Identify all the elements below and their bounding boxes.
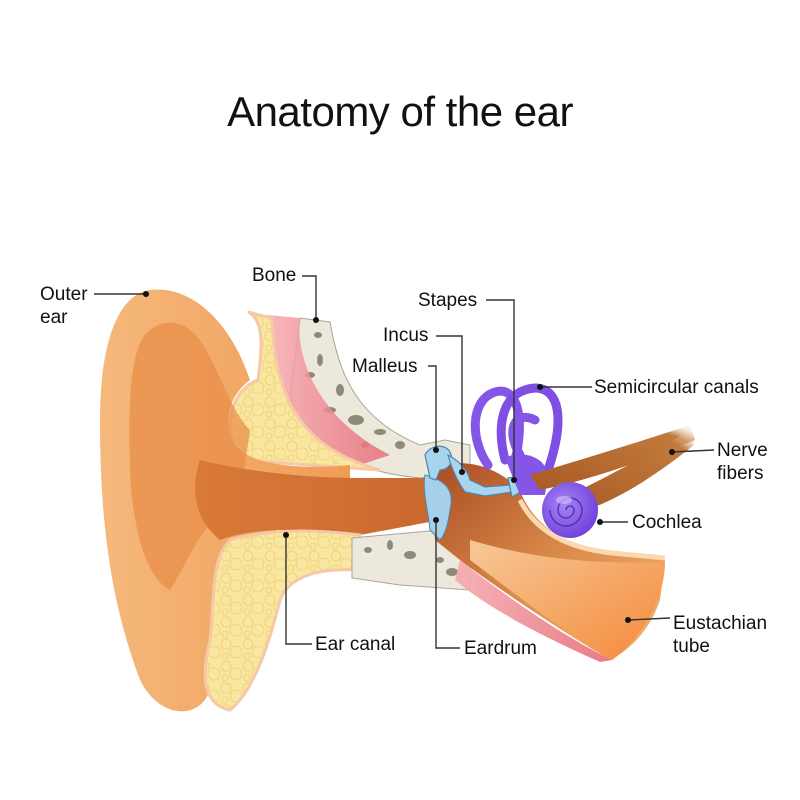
label-malleus: Malleus	[352, 356, 418, 377]
label-outer-ear: Outer ear	[40, 283, 88, 329]
label-eustachian-line2: tube	[673, 636, 710, 657]
ear-canal-shape	[195, 460, 440, 540]
label-semicircular-canals: Semicircular canals	[594, 377, 759, 398]
label-eustachian-line1: Eustachian	[673, 613, 768, 634]
malleus-shape	[424, 445, 453, 481]
cochlea-shape	[542, 482, 598, 538]
label-bone: Bone	[252, 265, 297, 286]
label-nerve-fibers-line1: Nerve	[717, 440, 768, 461]
muscle-lower	[455, 560, 612, 662]
diagram-title: Anatomy of the ear	[227, 88, 573, 135]
label-cochlea: Cochlea	[632, 512, 702, 533]
eustachian-tube-shape	[470, 540, 665, 660]
tube-lining	[517, 498, 666, 561]
concha	[129, 322, 250, 590]
label-outer-ear-line2: ear	[40, 307, 68, 328]
label-stapes: Stapes	[418, 290, 478, 311]
label-eustachian-tube: Eustachian tube	[673, 612, 767, 658]
leader-lines	[94, 275, 715, 649]
muscle-upper	[268, 315, 390, 465]
label-nerve-fibers: Nerve fibers	[717, 439, 768, 485]
leader-dots	[143, 291, 675, 623]
label-ear-canal: Ear canal	[315, 634, 396, 655]
label-outer-ear-line1: Outer	[40, 284, 88, 305]
label-eardrum: Eardrum	[464, 638, 537, 659]
label-nerve-fibers-line2: fibers	[717, 463, 764, 484]
nerve-fibers-shape	[530, 425, 695, 515]
eardrum-shape	[423, 474, 452, 541]
fat-lower	[203, 529, 362, 712]
label-incus: Incus	[383, 325, 429, 346]
